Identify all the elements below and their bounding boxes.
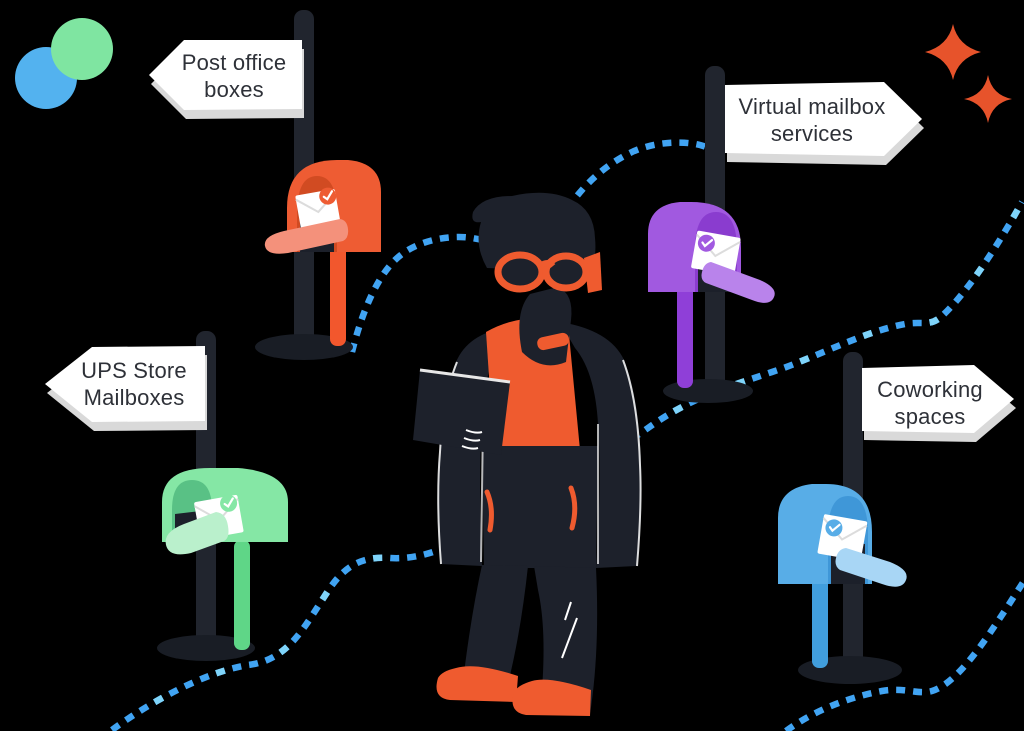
glasses-left-lens bbox=[494, 251, 546, 293]
check-icon bbox=[701, 239, 714, 248]
envelope-icon bbox=[817, 514, 868, 561]
mailbox-base bbox=[255, 334, 353, 360]
mailbox-base bbox=[157, 635, 255, 661]
glasses-icon bbox=[494, 251, 602, 293]
decor-circles bbox=[15, 18, 113, 109]
check-icon bbox=[322, 190, 334, 201]
sign-label-line2: Mailboxes bbox=[84, 385, 185, 410]
check-icon bbox=[828, 523, 841, 533]
chin-hand bbox=[519, 287, 572, 366]
mailbox-door bbox=[165, 512, 229, 555]
hand-finger-lines bbox=[461, 429, 483, 450]
coat-accent-squiggle bbox=[568, 485, 578, 531]
sign-plate bbox=[149, 40, 302, 110]
envelope-icon bbox=[691, 230, 741, 276]
sparkle-icon bbox=[925, 24, 981, 80]
right-shoe bbox=[512, 679, 591, 716]
glasses-bridge bbox=[538, 260, 556, 269]
person-illustration bbox=[413, 192, 642, 716]
mailbox-coworking bbox=[778, 352, 907, 684]
right-leg bbox=[534, 566, 598, 714]
hair bbox=[472, 192, 596, 272]
mailbox-door bbox=[264, 219, 349, 254]
sign-coworking-spaces: Coworking spaces bbox=[862, 365, 1016, 442]
mailbox-door bbox=[701, 262, 775, 303]
mailbox-stream bbox=[677, 282, 693, 388]
sign-ups-store-mailboxes: UPS Store Mailboxes bbox=[45, 346, 207, 431]
mailbox-door bbox=[835, 548, 907, 587]
sign-virtual-mailbox-services: Virtual mailbox services bbox=[725, 82, 924, 165]
coat-right-panel bbox=[560, 322, 642, 568]
dotted-path-bottom-right bbox=[784, 579, 1024, 731]
laptop bbox=[413, 370, 510, 455]
sign-label-line2: services bbox=[771, 121, 853, 146]
sign-label-line1: Post office bbox=[182, 50, 287, 75]
coat-edge-highlight bbox=[622, 359, 642, 567]
sign-label-line2: boxes bbox=[204, 77, 264, 102]
glasses-right-lens bbox=[542, 252, 590, 292]
mailbox-base bbox=[663, 379, 753, 403]
sign-post-office-boxes: Post office boxes bbox=[149, 40, 304, 119]
decor-sparkles bbox=[925, 24, 1012, 123]
sign-label-line1: Virtual mailbox bbox=[739, 94, 886, 119]
sign-plate bbox=[862, 365, 1014, 433]
check-icon bbox=[223, 497, 234, 508]
sign-label-line1: UPS Store bbox=[81, 358, 187, 383]
left-shoe bbox=[436, 666, 518, 702]
sign-plate bbox=[725, 82, 922, 156]
watch-band bbox=[537, 332, 569, 351]
check-badge bbox=[697, 234, 715, 252]
sign-label-line2: spaces bbox=[895, 404, 966, 429]
sparkle-icon bbox=[964, 75, 1012, 123]
laptop-edge-highlight bbox=[419, 368, 511, 384]
green-circle-decoration bbox=[51, 18, 113, 80]
trousers-top bbox=[482, 446, 598, 568]
coat-accent-squiggle bbox=[484, 489, 494, 533]
dotted-path-orange-to-head bbox=[348, 233, 502, 353]
temple-skin bbox=[584, 252, 602, 293]
left-leg bbox=[462, 565, 528, 695]
mailbox-virtual bbox=[648, 66, 775, 403]
sign-plate bbox=[45, 346, 205, 422]
check-badge bbox=[825, 519, 843, 537]
leg-highlight-lines bbox=[561, 601, 578, 659]
mailbox-stream bbox=[330, 238, 346, 346]
sign-label-line1: Coworking bbox=[877, 377, 983, 402]
mailbox-stream bbox=[234, 540, 250, 650]
envelope-icon bbox=[295, 187, 341, 229]
